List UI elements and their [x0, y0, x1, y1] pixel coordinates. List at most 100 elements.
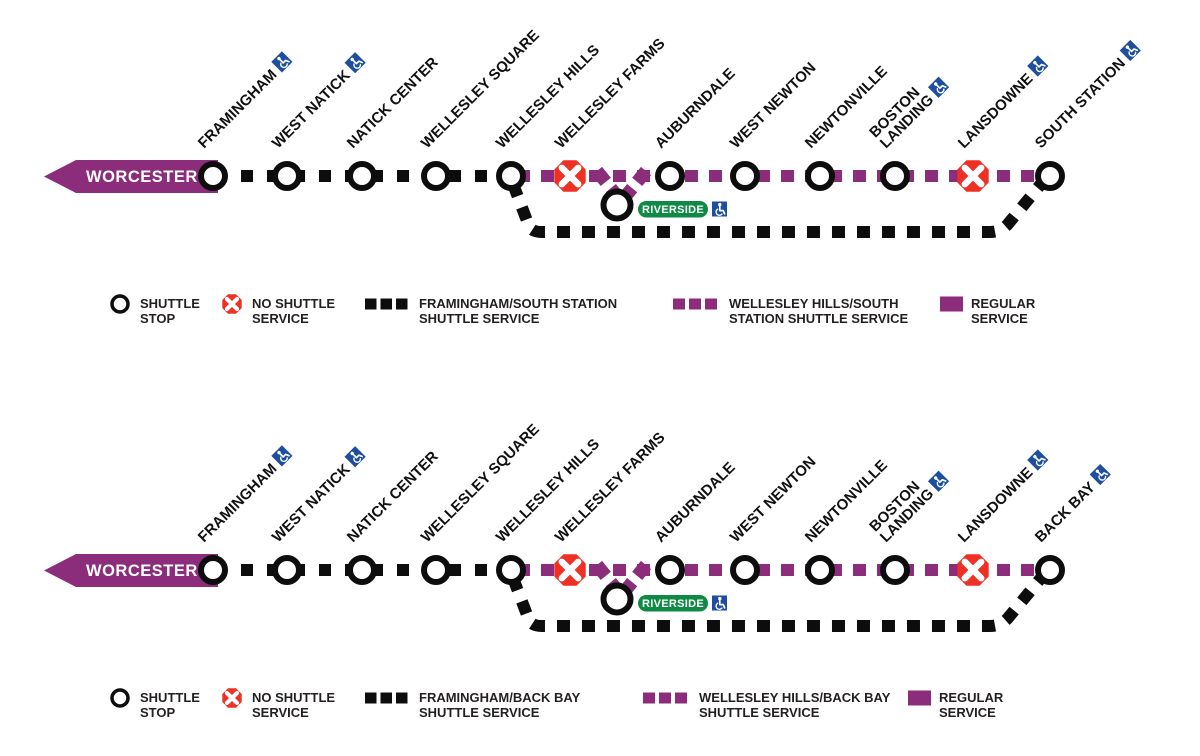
accessible-icon: [927, 470, 950, 492]
station-label: AUBURNDALE: [652, 459, 739, 546]
station-label-text: WELLESLEY FARMS: [552, 35, 669, 152]
station-circle: [805, 161, 835, 191]
riverside-pill: [638, 201, 708, 218]
riverside-label: RIVERSIDE: [642, 204, 704, 216]
station-back-bay: BACK BAY: [1032, 463, 1111, 585]
station-label-text: LANSDOWNE: [955, 70, 1037, 152]
no-shuttle-icon: [957, 554, 989, 586]
station-circle: [421, 161, 451, 191]
station-circle: [496, 161, 526, 191]
purple-dash-icon: [675, 692, 687, 704]
station-circle: [347, 555, 377, 585]
station-label-text: WEST NATICK: [269, 67, 354, 152]
station-circle: [880, 555, 910, 585]
station-label-text: BOSTONLANDING: [866, 81, 937, 152]
station-label: WELLESLEY SQUARE: [418, 421, 543, 546]
riverside-station: RIVERSIDE: [600, 188, 727, 222]
station-label-text: BOSTONLANDING: [866, 475, 937, 546]
station-circle: [730, 555, 760, 585]
station-label: WELLESLEY FARMS: [552, 429, 669, 546]
station-circle: [421, 555, 451, 585]
purple-dash-icon: [673, 298, 685, 310]
no-shuttle-icon: [957, 160, 989, 192]
purple-dash-icon: [705, 298, 717, 310]
station-label-text: WELLESLEY FARMS: [552, 429, 669, 546]
station-label-text: WELLESLEY SQUARE: [418, 421, 543, 546]
no-shuttle-icon: [554, 160, 586, 192]
station-circle: [655, 161, 685, 191]
station-auburndale: AUBURNDALE: [652, 459, 739, 585]
worcester-label: WORCESTER: [86, 168, 198, 186]
no-shuttle-icon: [554, 554, 586, 586]
station-label: BACK BAY: [1032, 463, 1111, 546]
accessible-icon: [927, 76, 950, 98]
accessible-icon: [1089, 463, 1111, 486]
black-dash-icon: [365, 692, 377, 704]
station-label-text: FRAMINGHAM: [195, 66, 281, 152]
station-circle: [805, 555, 835, 585]
station-label-text: AUBURNDALE: [652, 65, 739, 152]
station-label-text: WEST NATICK: [269, 461, 354, 546]
station-label: WELLESLEY FARMS: [552, 35, 669, 152]
bypass-shuttle-line: [507, 180, 1046, 238]
riverside-pill: [638, 595, 708, 612]
station-circle: [1035, 555, 1065, 585]
station-auburndale: AUBURNDALE: [652, 65, 739, 191]
station-label: SOUTH STATION: [1032, 39, 1141, 152]
station-label: AUBURNDALE: [652, 65, 739, 152]
riverside-circle: [600, 188, 634, 222]
regular-service-icon: [908, 690, 931, 706]
no-shuttle-icon: [222, 294, 242, 314]
station-wellesley-farms: WELLESLEY FARMS: [552, 429, 669, 586]
station-circle: [198, 161, 228, 191]
station-circle: [496, 555, 526, 585]
riverside-circle: [600, 582, 634, 616]
station-circle: [655, 555, 685, 585]
accessible-icon: [344, 52, 366, 74]
accessible-icon: [1119, 39, 1141, 62]
riverside-label: RIVERSIDE: [642, 598, 704, 610]
station-label-text: FRAMINGHAM: [195, 460, 281, 546]
station-west-newton: WEST NEWTON: [727, 59, 819, 191]
station-circle: [272, 161, 302, 191]
station-label-text: LANSDOWNE: [955, 464, 1037, 546]
accessible-icon: [271, 445, 293, 467]
station-wellesley-farms: WELLESLEY FARMS: [552, 35, 669, 192]
accessible-icon: [1027, 449, 1049, 471]
station-label: WELLESLEY SQUARE: [418, 27, 543, 152]
purple-dash-icon: [659, 692, 671, 704]
black-dash-icon: [396, 692, 408, 704]
purple-dash-icon: [689, 298, 701, 310]
accessible-icon: [712, 595, 727, 611]
station-circle: [198, 555, 228, 585]
shuttle-stop-icon: [110, 294, 130, 314]
station-circle: [880, 161, 910, 191]
accessible-icon: [271, 51, 293, 73]
accessible-icon: [344, 446, 366, 468]
station-label-text: AUBURNDALE: [652, 459, 739, 546]
station-label-text: SOUTH STATION: [1032, 55, 1129, 152]
station-circle: [730, 161, 760, 191]
accessible-icon: [1027, 55, 1049, 77]
station-south-station: SOUTH STATION: [1032, 39, 1141, 191]
station-circle: [272, 555, 302, 585]
